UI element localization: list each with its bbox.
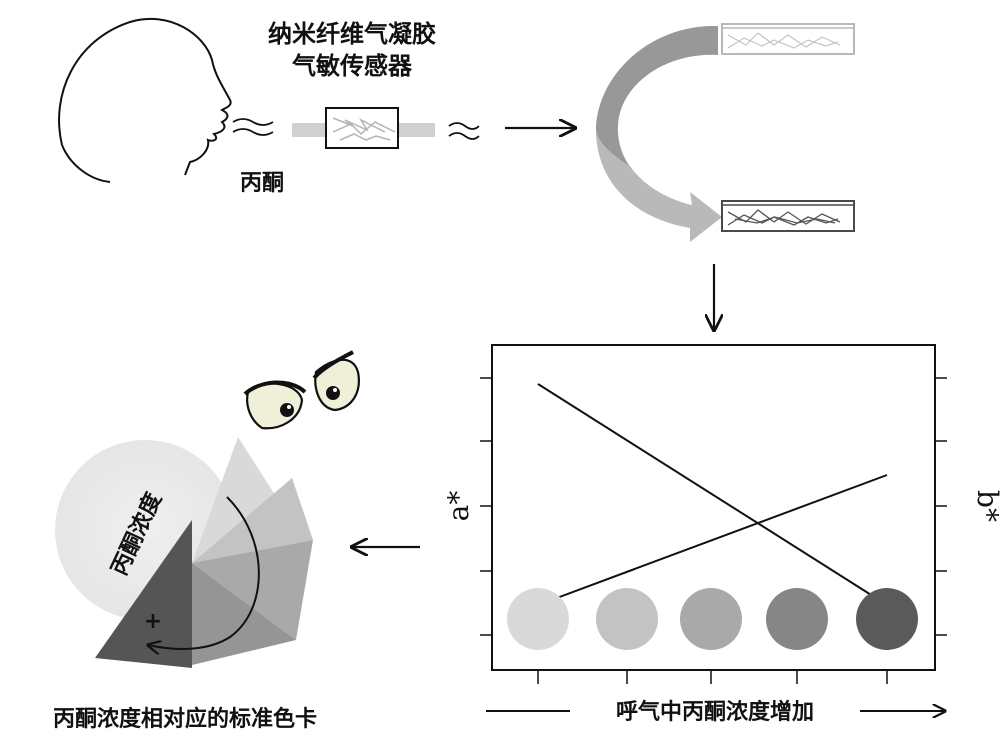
swatch-layer [507, 588, 918, 650]
sensor-title-line1: 纳米纤维气凝胶 [268, 20, 436, 48]
x-axis-label: 呼气中丙酮浓度增加 [616, 699, 814, 725]
chart: a* b* [442, 344, 1000, 684]
color-swatch-1 [507, 588, 569, 650]
series-line-2 [537, 474, 888, 606]
sensor-tube [292, 107, 435, 149]
color-card-darkest [95, 520, 192, 668]
person-head-outline [58, 17, 232, 183]
curved-transition-arrow [595, 25, 722, 242]
bottom-caption: 丙酮浓度相对应的标准色卡 [53, 706, 317, 732]
eyes-icon [243, 350, 360, 430]
color-swatch-3 [680, 588, 742, 650]
series-layer [537, 383, 888, 606]
breath-wave-icon [232, 118, 480, 140]
right-ticks [935, 377, 947, 636]
standard-color-card-fan: + 丙酮浓度 [55, 437, 313, 668]
color-swatch-4 [766, 588, 828, 650]
series-line-1 [537, 383, 888, 606]
color-card-mid [192, 540, 313, 640]
acetone-label: 丙酮 [240, 171, 284, 196]
concentration-plus-sign: + [144, 609, 162, 634]
aerogel-fiber-icon [332, 117, 396, 141]
color-card-dark [192, 563, 296, 665]
bottom-ticks [537, 670, 888, 684]
color-card-lightest [192, 437, 286, 563]
aerogel-cylinder-dark [721, 200, 855, 232]
concentration-arrow-curve [148, 496, 260, 649]
color-swatch-5 [856, 588, 918, 650]
right-axis-label: b* [971, 490, 1000, 522]
color-swatch-2 [596, 588, 658, 650]
color-card-light [192, 478, 313, 563]
left-axis-label: a* [442, 491, 475, 522]
left-ticks [480, 377, 492, 636]
sensor-title-line2: 气敏传感器 [291, 52, 413, 80]
aerogel-cylinder-light [721, 23, 855, 55]
